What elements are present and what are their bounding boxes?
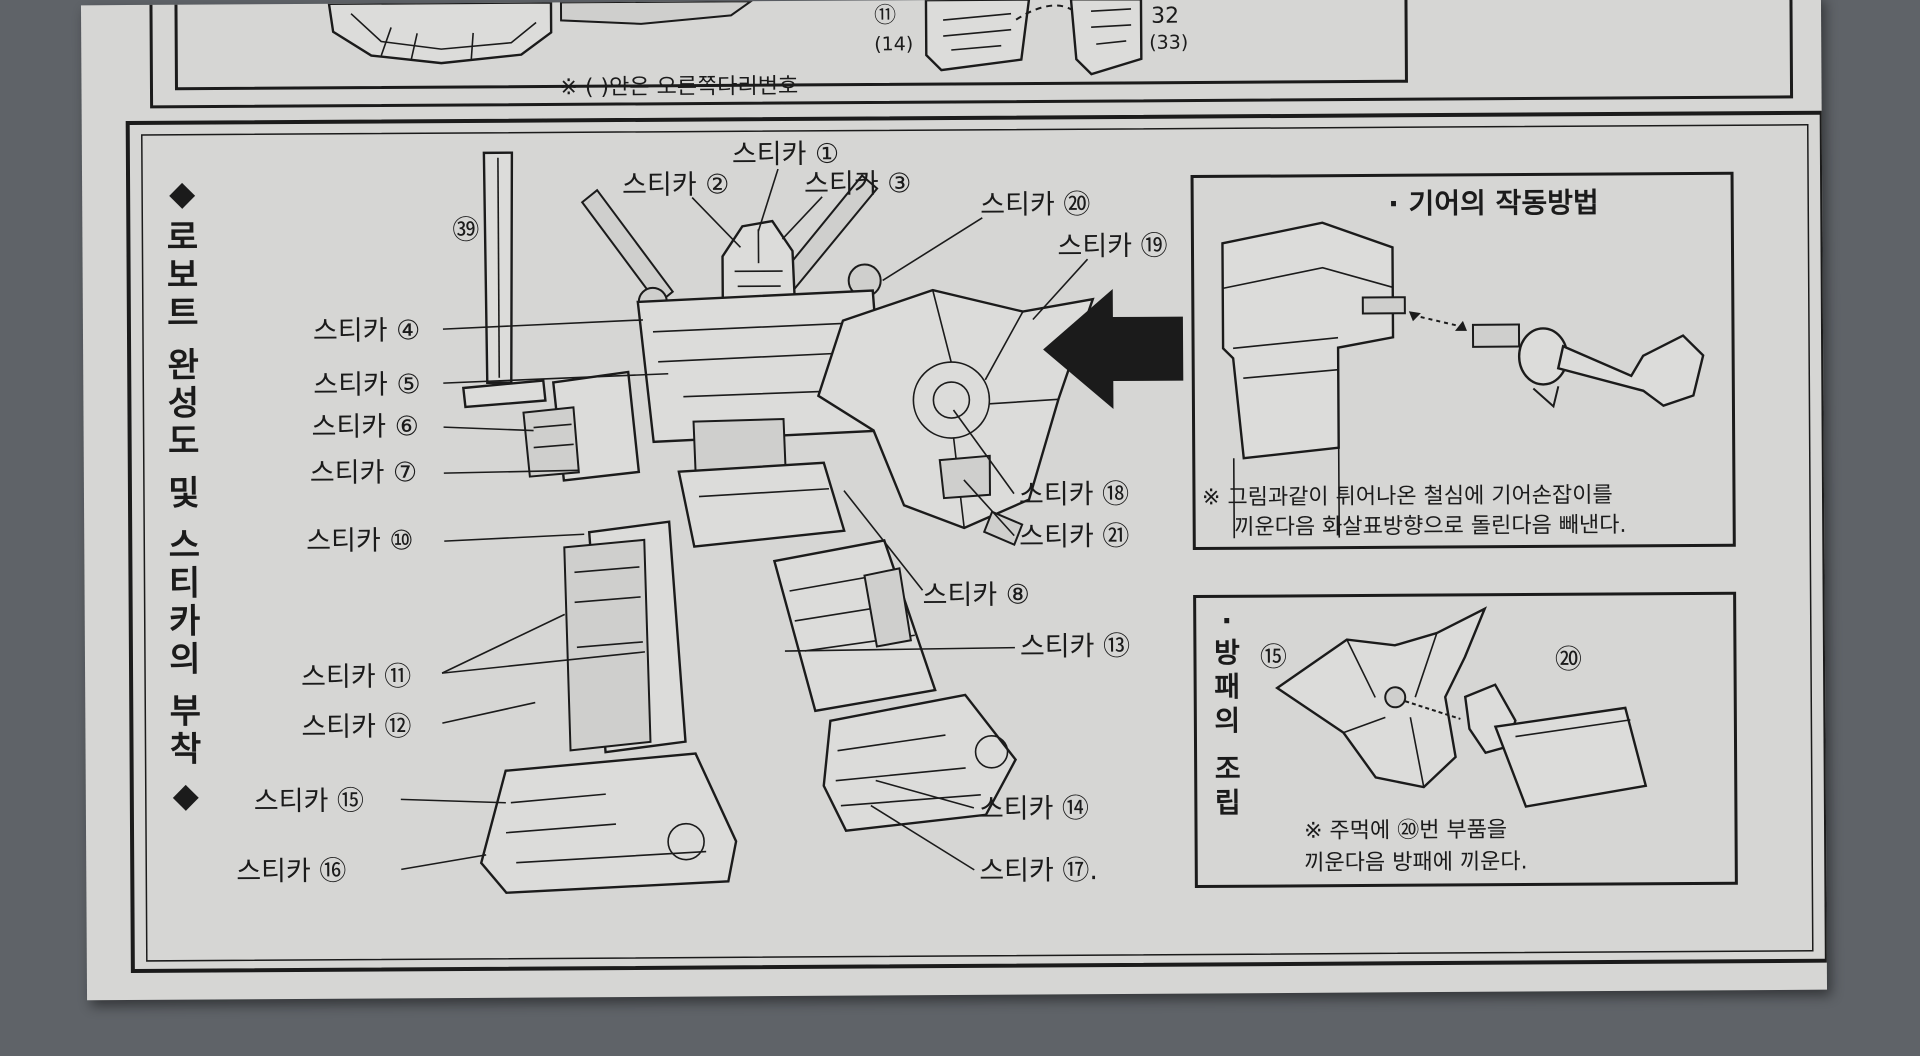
sticker-label-20: 스티카 ⑳ bbox=[980, 189, 1090, 221]
sticker-label-12: 스티카 ⑫ bbox=[301, 711, 411, 743]
gear-instruction-box: · 기어의 작동방법 ※ 그림과같이 튀어나온 철심에 기어손잡이를 끼운다음 … bbox=[1190, 171, 1736, 551]
sticker-label-5: 스티카 ⑤ bbox=[313, 369, 420, 401]
gear-box-drawing bbox=[1221, 221, 1705, 539]
shield-box-title-char: 패 bbox=[1214, 670, 1240, 703]
sticker-leader-lines bbox=[400, 168, 1089, 871]
sticker-label-10: 스티카 ⑩ bbox=[306, 525, 413, 557]
top-panel: ⑪ (14) 32 (33) ※ ( )안은 오른쪽다리번호 bbox=[149, 0, 1794, 109]
shield-box-title-char: 조 bbox=[1215, 752, 1241, 785]
part-number-39: ㊴ bbox=[452, 215, 479, 246]
shield-box-number-15: ⑮ bbox=[1260, 642, 1287, 673]
title-char: 부 bbox=[170, 692, 202, 732]
shield-box-number-20: ⑳ bbox=[1555, 644, 1582, 675]
vertical-title: ◆ 로 보 트 완 성 도 및 스 티 카 의 부 착 ◆ bbox=[167, 174, 202, 816]
gear-box-note-line1: ※ 그림과같이 튀어나온 철심에 기어손잡이를 bbox=[1202, 483, 1613, 511]
robot-shield bbox=[816, 288, 1095, 530]
title-char: 의 bbox=[169, 640, 201, 680]
top-number-14: (14) bbox=[874, 33, 913, 55]
top-left-part-drawing bbox=[327, 0, 755, 65]
shield-box-drawing bbox=[1275, 606, 1648, 808]
sticker-label-7: 스티카 ⑦ bbox=[310, 457, 417, 489]
sticker-label-19: 스티카 ⑲ bbox=[1057, 231, 1167, 263]
title-char: 스 bbox=[169, 526, 201, 566]
top-number-11: ⑪ bbox=[874, 3, 896, 28]
robot-left-foot bbox=[479, 752, 738, 894]
sticker-label-18: 스티카 ⑱ bbox=[1019, 479, 1129, 511]
title-char: 도 bbox=[168, 422, 200, 462]
title-diamond-top: ◆ bbox=[169, 174, 196, 214]
sticker-label-8: 스티카 ⑧ bbox=[923, 580, 1030, 612]
sticker-label-4: 스티카 ④ bbox=[313, 315, 420, 347]
sticker-label-17: 스티카 ⑰. bbox=[979, 855, 1098, 887]
main-panel-frame bbox=[125, 110, 1829, 974]
sheet-drawing: ⑪ (14) 32 (33) ※ ( )안은 오른쪽다리번호 ◆ 로 보 트 완… bbox=[125, 0, 1829, 974]
title-char: 성 bbox=[168, 384, 200, 424]
top-right-part-drawing bbox=[924, 0, 1143, 76]
shield-box-title-char: · bbox=[1221, 604, 1232, 637]
robot-right-leg bbox=[772, 539, 937, 713]
robot-right-foot bbox=[822, 693, 1018, 832]
title-char: 착 bbox=[170, 730, 202, 770]
shield-box-title-char: 립 bbox=[1215, 786, 1241, 819]
shield-box-title-char: 방 bbox=[1214, 636, 1240, 669]
top-number-33: (33) bbox=[1149, 32, 1188, 54]
sticker-label-2: 스티카 ② bbox=[622, 169, 729, 201]
top-number-32: 32 bbox=[1151, 4, 1179, 29]
title-diamond-bottom: ◆ bbox=[173, 776, 200, 816]
title-char: 티 bbox=[169, 564, 201, 604]
title-char: 트 bbox=[167, 294, 199, 334]
shield-assembly-box: · 방 패 의 조 립 ⑮ ⑳ ※ 주먹에 ⑳번 부품을 끼운다음 bbox=[1193, 591, 1738, 889]
sticker-label-16: 스티카 ⑯ bbox=[236, 856, 346, 888]
sticker-label-14: 스티카 ⑭ bbox=[979, 793, 1089, 825]
sticker-label-6: 스티카 ⑥ bbox=[311, 411, 418, 443]
title-char: 로 bbox=[167, 218, 199, 258]
robot-sword-guard bbox=[461, 379, 547, 409]
shield-box-note-line1: ※ 주먹에 ⑳번 부품을 bbox=[1304, 818, 1507, 844]
top-note: ※ ( )안은 오른쪽다리번호 bbox=[559, 74, 798, 100]
title-char: 및 bbox=[168, 474, 200, 514]
sticker-label-21: 스티카 ㉑ bbox=[1019, 521, 1129, 553]
gear-box-title: · 기어의 작동방법 bbox=[1388, 186, 1599, 220]
title-char: 카 bbox=[169, 602, 201, 642]
title-char: 완 bbox=[167, 346, 199, 386]
robot-pelvis bbox=[677, 461, 846, 548]
title-char: 보 bbox=[167, 256, 199, 296]
main-panel-inner-frame bbox=[141, 124, 1814, 962]
sticker-labels: 스티카 ① 스티카 ② 스티카 ③ 스티카 ⑳ 스티카 ⑲ 스티카 ④ 스티카 … bbox=[236, 139, 1167, 888]
instruction-sheet: ⑪ (14) 32 (33) ※ ( )안은 오른쪽다리번호 ◆ 로 보 트 완… bbox=[80, 0, 1829, 1001]
sticker-label-13: 스티카 ⑬ bbox=[1020, 631, 1130, 663]
shield-box-note-line2: 끼운다음 방패에 끼운다. bbox=[1304, 850, 1528, 876]
sticker-label-3: 스티카 ③ bbox=[804, 168, 911, 200]
sticker-label-11: 스티카 ⑪ bbox=[301, 661, 411, 693]
robot-illustration bbox=[461, 151, 1095, 894]
gear-box-note-line2: 끼운다음 화살표방향으로 돌린다음 빼낸다. bbox=[1234, 513, 1626, 540]
sticker-label-15: 스티카 ⑮ bbox=[254, 786, 364, 818]
shield-box-title-char: 의 bbox=[1214, 704, 1240, 737]
sticker-label-1: 스티카 ① bbox=[732, 139, 839, 171]
arrow-left-icon bbox=[1043, 289, 1184, 410]
